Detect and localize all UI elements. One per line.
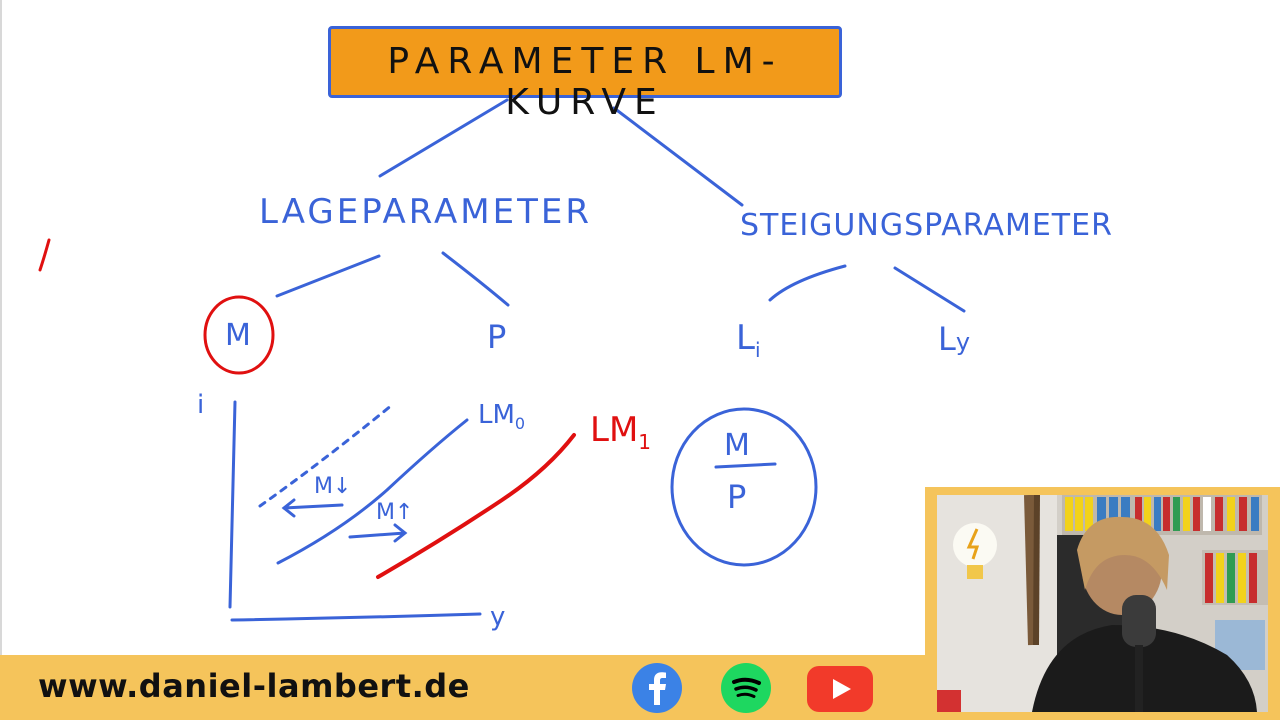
webcam-frame [925, 487, 1280, 720]
leaf-m: M [225, 318, 254, 353]
lageparameter-label: LAGEPARAMETER [259, 192, 592, 232]
lm0-main: LM [478, 400, 515, 430]
connector-title-left [378, 98, 509, 178]
page-title: PARAMETER LM-KURVE [387, 41, 783, 123]
lightbulb-icon [953, 523, 997, 579]
connector-lage-m [275, 254, 381, 298]
webcam-scene [937, 495, 1268, 712]
connector-lage-p [441, 251, 510, 307]
title-box: PARAMETER LM-KURVE [328, 26, 842, 123]
x-axis-line [230, 612, 482, 622]
leaf-ly: Ly [938, 320, 970, 358]
ratio-denominator: P [727, 478, 750, 516]
youtube-glyph [833, 679, 851, 699]
leaf-li-sub: i [754, 337, 761, 362]
connector-steig-ly [893, 266, 966, 313]
youtube-icon[interactable] [807, 666, 873, 712]
arrow-left [281, 498, 344, 518]
leaf-li: Li [736, 318, 761, 362]
facebook-glyph [649, 672, 666, 705]
steigungsparameter-label: STEIGUNGSPARAMETER [740, 208, 1113, 243]
y-axis-label: i [197, 390, 208, 420]
webcam-video [937, 495, 1268, 712]
red-mark [38, 238, 51, 272]
lm-dotted-curve [258, 403, 394, 508]
lm1-label: LM1 [590, 410, 651, 454]
lm0-label: LM0 [478, 400, 525, 433]
lm1-main: LM [590, 410, 639, 450]
leaf-li-main: L [736, 318, 755, 358]
m-highlight-circle [203, 295, 275, 375]
shift-up-label: M↑ [376, 500, 414, 525]
connector-steig-li [768, 264, 847, 302]
spotify-icon[interactable] [721, 663, 771, 713]
ratio-ellipse [670, 407, 818, 567]
lm0-curve [276, 418, 469, 565]
diagram-lines [38, 98, 966, 622]
spotify-glyph [732, 677, 761, 698]
ratio-numerator: M [724, 428, 753, 463]
x-axis-label: y [490, 602, 509, 632]
arrow-right [348, 523, 408, 543]
lm0-sub: 0 [514, 414, 526, 434]
lm1-sub: 1 [638, 429, 652, 454]
shift-down-label: M↓ [314, 474, 352, 499]
ratio-fraction-bar [714, 462, 777, 469]
connector-title-right [612, 106, 744, 207]
leaf-ly-sub: y [955, 328, 971, 356]
leaf-ly-main: L [938, 320, 956, 358]
website-link[interactable]: www.daniel-lambert.de [38, 667, 470, 705]
footer-bar: www.daniel-lambert.de [0, 655, 925, 720]
lm1-curve [376, 433, 576, 579]
leaf-p: P [487, 318, 510, 356]
facebook-icon[interactable] [632, 663, 682, 713]
whiteboard: PARAMETER LM-KURVE LAGEPARAMETER STEIGUN… [0, 0, 1113, 655]
y-axis-line [228, 400, 237, 609]
